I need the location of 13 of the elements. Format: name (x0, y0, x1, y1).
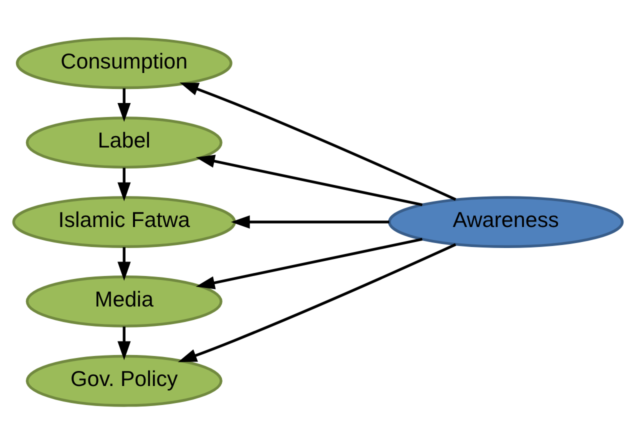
arrow (196, 154, 423, 206)
arrow (178, 242, 456, 362)
arrow (230, 214, 390, 228)
arrow (118, 326, 131, 360)
arrow (118, 246, 131, 280)
arrow (196, 237, 423, 289)
node-ellipse: Consumption (16, 36, 232, 89)
arrow (180, 82, 456, 200)
node-ellipse: Awareness (388, 196, 624, 248)
node-ellipse: Islamic Fatwa (12, 196, 236, 248)
arrow (118, 167, 131, 201)
arrow (118, 88, 131, 122)
node-ellipse: Gov. Policy (26, 354, 222, 406)
